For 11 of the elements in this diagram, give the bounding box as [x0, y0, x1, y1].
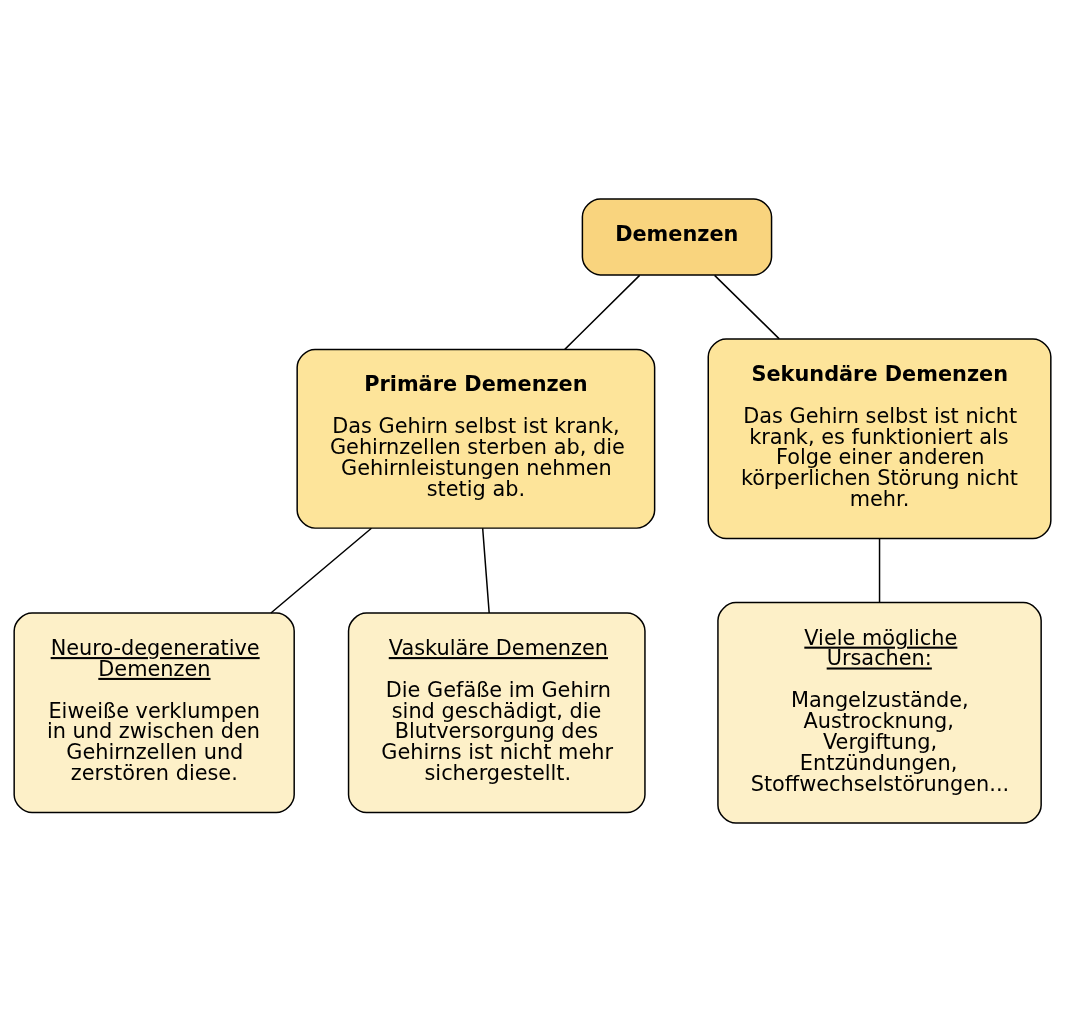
connector	[564, 274, 641, 350]
connector	[481, 527, 490, 614]
node-box: Viele mögliche Ursachen: Mangelzustände, Austrocknung, Vergiftung, Entzündungen, Stoffwechselstörungen...	[717, 601, 1042, 824]
connector	[878, 537, 881, 603]
node-box: Demenzen	[581, 197, 773, 276]
node-box: Primäre Demenzen Das Gehirn selbst ist krank, Gehirnzellen sterben ab, die Gehirnleistungen nehmen stetig ab.	[296, 348, 656, 529]
node-box: Vaskuläre Demenzen Die Gefäße im Gehirn sind geschädigt, die Blutversorgung des Gehirns ist nicht mehr sichergestellt.	[347, 611, 646, 813]
connector	[713, 274, 780, 340]
node-box: Sekundäre Demenzen Das Gehirn selbst ist nicht krank, es funktioniert als Folge einer anderen körperlichen Störung nicht mehr.	[707, 337, 1052, 539]
node-box: Neuro-degenerative Demenzen Eiweiße verklumpen in und zwischen den Gehirnzellen und zerstören diese.	[13, 611, 295, 813]
connector	[270, 527, 373, 614]
